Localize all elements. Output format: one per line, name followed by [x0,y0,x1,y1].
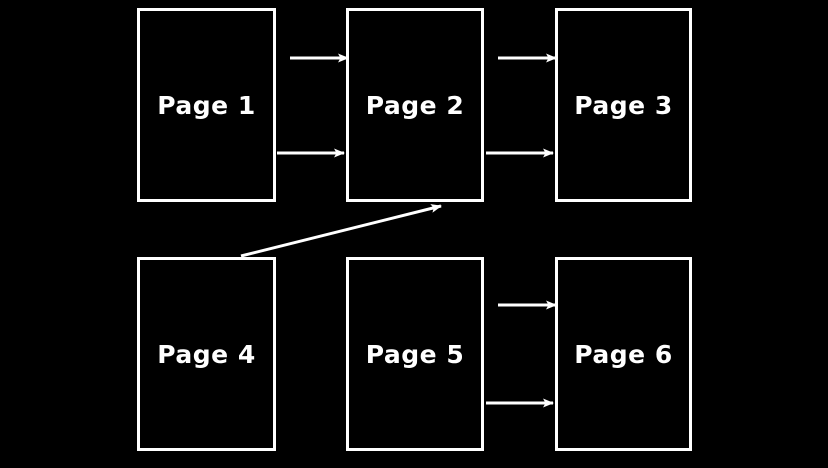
node-page3[interactable]: Page 3 [555,8,692,202]
node-page2[interactable]: Page 2 [346,8,484,202]
node-page5[interactable]: Page 5 [346,257,484,451]
edge-page4-to-page2 [240,204,442,258]
node-page6-label: Page 6 [574,339,673,369]
node-page4-label: Page 4 [157,339,256,369]
node-page2-label: Page 2 [365,90,465,120]
node-page1[interactable]: Page 1 [137,8,276,202]
node-page3-label: Page 3 [574,90,673,120]
node-page1-label: Page 1 [157,90,256,120]
node-page5-label: Page 5 [365,339,465,369]
node-page4[interactable]: Page 4 [137,257,276,451]
node-page6[interactable]: Page 6 [555,257,692,451]
